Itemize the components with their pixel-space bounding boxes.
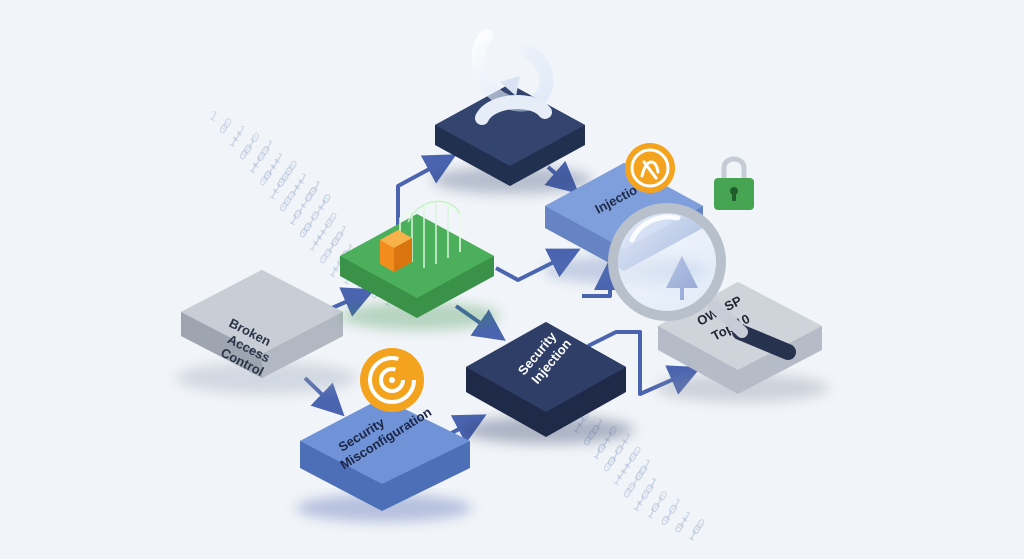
refresh-badge-icon bbox=[360, 348, 424, 412]
tile-broken-access-control[interactable]: Broken Access Control bbox=[176, 270, 356, 394]
tile-security-misconfiguration[interactable]: Security Misconfiguration bbox=[296, 348, 472, 522]
bug-badge-icon bbox=[625, 143, 675, 193]
magnifier-icon bbox=[608, 203, 796, 360]
padlock-icon bbox=[714, 156, 754, 210]
tile-top-security[interactable] bbox=[432, 29, 592, 194]
arrow-firewall-to-injection bbox=[495, 248, 581, 282]
firewall-icon bbox=[380, 199, 461, 272]
tile-security-injection[interactable]: Security Injection bbox=[462, 322, 634, 444]
tile-firewall[interactable] bbox=[340, 199, 500, 330]
arrow-firewall-to-top bbox=[396, 154, 457, 228]
broken-access-label: Broken Access Control bbox=[213, 315, 283, 380]
security-arrows-icon bbox=[471, 29, 554, 125]
